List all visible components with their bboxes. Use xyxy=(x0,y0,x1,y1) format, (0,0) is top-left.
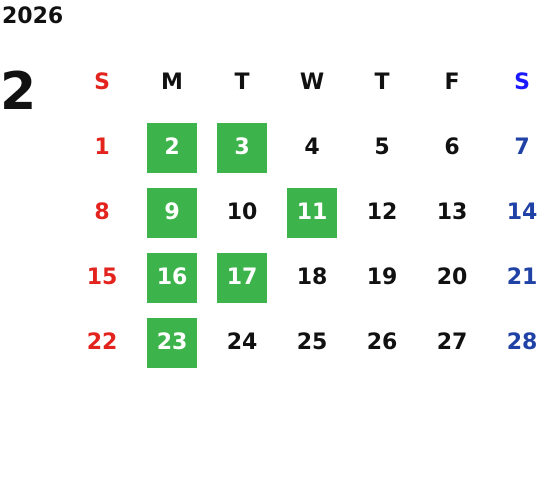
day-number: 12 xyxy=(366,200,398,225)
day-cell[interactable]: 11 xyxy=(277,180,347,245)
day-number: 23 xyxy=(147,317,197,368)
weekday-header-friday: F xyxy=(444,70,460,95)
day-cell[interactable]: 16 xyxy=(137,245,207,310)
day-cell[interactable]: 4 xyxy=(277,115,347,180)
day-cell[interactable]: 19 xyxy=(347,245,417,310)
day-number: 13 xyxy=(436,200,468,225)
day-number: 7 xyxy=(514,135,530,160)
weekday-header-tuesday: T xyxy=(234,70,250,95)
day-cell[interactable]: 25 xyxy=(277,310,347,375)
day-number: 20 xyxy=(436,265,468,290)
day-cell[interactable]: 23 xyxy=(137,310,207,375)
day-number: 18 xyxy=(296,265,328,290)
calendar-year: 2026 xyxy=(2,4,64,29)
day-cell[interactable]: 14 xyxy=(487,180,548,245)
day-cell[interactable]: 9 xyxy=(137,180,207,245)
day-number: 11 xyxy=(287,187,337,238)
day-number: 2 xyxy=(147,122,197,173)
day-cell[interactable]: 22 xyxy=(67,310,137,375)
day-cell[interactable]: 15 xyxy=(67,245,137,310)
day-cell[interactable]: 17 xyxy=(207,245,277,310)
weekday-header-thursday: T xyxy=(374,70,390,95)
day-number: 3 xyxy=(217,122,267,173)
day-cell[interactable]: 21 xyxy=(487,245,548,310)
day-number: 15 xyxy=(86,265,118,290)
day-number: 5 xyxy=(374,135,390,160)
day-number: 6 xyxy=(444,135,460,160)
day-cell[interactable]: 6 xyxy=(417,115,487,180)
day-cell[interactable]: 24 xyxy=(207,310,277,375)
day-number: 4 xyxy=(304,135,320,160)
day-cell[interactable]: 8 xyxy=(67,180,137,245)
day-number: 28 xyxy=(506,330,538,355)
day-cell[interactable]: 1 xyxy=(67,115,137,180)
day-cell[interactable]: 18 xyxy=(277,245,347,310)
day-cell[interactable]: 26 xyxy=(347,310,417,375)
day-cell[interactable]: 3 xyxy=(207,115,277,180)
day-cell[interactable]: 10 xyxy=(207,180,277,245)
weekday-header-wednesday: W xyxy=(299,70,325,95)
day-number: 19 xyxy=(366,265,398,290)
day-number: 26 xyxy=(366,330,398,355)
day-number: 21 xyxy=(506,265,538,290)
day-number: 1 xyxy=(94,135,110,160)
day-cell[interactable]: 20 xyxy=(417,245,487,310)
weekday-header-saturday: S xyxy=(514,70,530,95)
day-cell[interactable]: 12 xyxy=(347,180,417,245)
day-number: 22 xyxy=(86,330,118,355)
day-number: 9 xyxy=(147,187,197,238)
day-number: 14 xyxy=(506,200,538,225)
day-cell[interactable]: 13 xyxy=(417,180,487,245)
day-number: 16 xyxy=(147,252,197,303)
day-number: 8 xyxy=(94,200,110,225)
day-cell[interactable]: 7 xyxy=(487,115,548,180)
day-number: 17 xyxy=(217,252,267,303)
day-cell[interactable]: 28 xyxy=(487,310,548,375)
calendar-month: 2 xyxy=(0,62,37,122)
day-number: 24 xyxy=(226,330,258,355)
weekday-header-monday: M xyxy=(161,70,183,95)
day-cell[interactable]: 2 xyxy=(137,115,207,180)
day-cell[interactable]: 5 xyxy=(347,115,417,180)
day-cell[interactable]: 27 xyxy=(417,310,487,375)
day-number: 27 xyxy=(436,330,468,355)
weekday-header-sunday: S xyxy=(94,70,110,95)
day-number: 10 xyxy=(226,200,258,225)
day-number: 25 xyxy=(296,330,328,355)
